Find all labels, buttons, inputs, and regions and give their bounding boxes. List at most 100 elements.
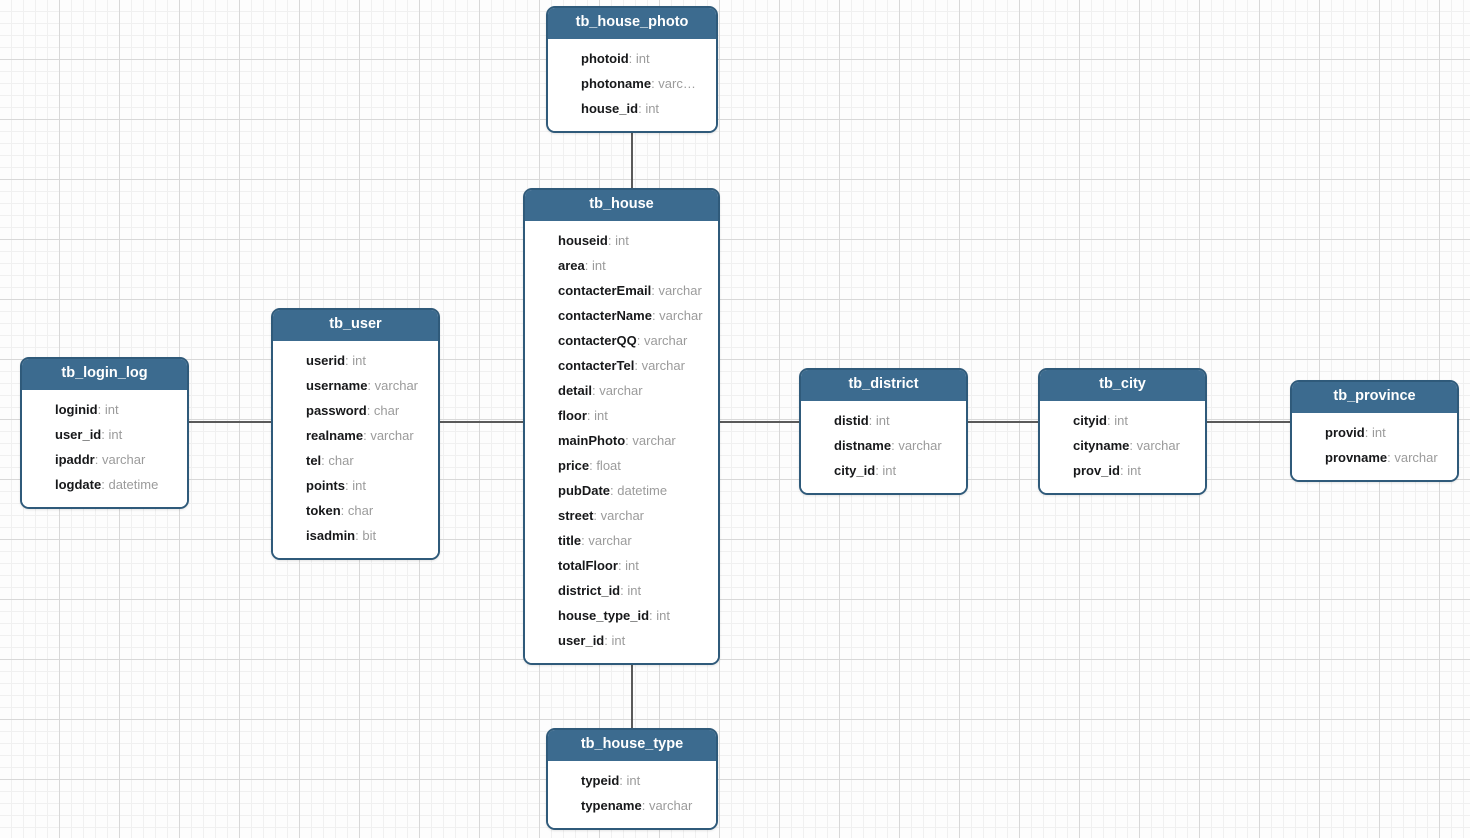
field-row[interactable]: distid: int	[801, 408, 966, 433]
field-type: int	[656, 607, 670, 623]
field-row[interactable]: user_id: int	[22, 422, 187, 447]
field-name: distid	[834, 412, 869, 428]
field-separator: :	[367, 377, 375, 393]
field-row[interactable]: houseid: int	[525, 228, 718, 253]
field-row[interactable]: detail: varchar	[525, 378, 718, 403]
field-row[interactable]: token: char	[273, 498, 438, 523]
field-row[interactable]: distname: varchar	[801, 433, 966, 458]
field-row[interactable]: cityname: varchar	[1040, 433, 1205, 458]
field-separator: :	[641, 797, 649, 813]
field-row[interactable]: typename: varchar	[548, 793, 716, 818]
field-name: cityid	[1073, 412, 1107, 428]
field-row[interactable]: username: varchar	[273, 373, 438, 398]
field-separator: :	[97, 401, 105, 417]
entity-title-tb_province[interactable]: tb_province	[1292, 382, 1457, 413]
field-row[interactable]: pubDate: datetime	[525, 478, 718, 503]
field-name: totalFloor	[558, 557, 618, 573]
field-row[interactable]: provid: int	[1292, 420, 1457, 445]
entity-title-tb_login_log[interactable]: tb_login_log	[22, 359, 187, 390]
field-name: contacterQQ	[558, 332, 637, 348]
field-row[interactable]: city_id: int	[801, 458, 966, 483]
field-row[interactable]: title: varchar	[525, 528, 718, 553]
field-type: int	[108, 426, 123, 442]
field-name: provid	[1325, 424, 1365, 440]
field-row[interactable]: provname: varchar	[1292, 445, 1457, 470]
entity-title-tb_house[interactable]: tb_house	[525, 190, 718, 221]
field-name: cityname	[1073, 437, 1130, 453]
field-row[interactable]: house_id: int	[548, 96, 716, 121]
field-type: int	[1127, 462, 1141, 478]
field-row[interactable]: isadmin: bit	[273, 523, 438, 548]
field-row[interactable]: floor: int	[525, 403, 718, 428]
entity-title-tb_city[interactable]: tb_city	[1040, 370, 1205, 401]
field-type: varchar	[643, 332, 688, 348]
entity-title-tb_user[interactable]: tb_user	[273, 310, 438, 341]
field-type: varchar	[599, 382, 643, 398]
field-row[interactable]: typeid: int	[548, 768, 716, 793]
field-row[interactable]: cityid: int	[1040, 408, 1205, 433]
field-separator: :	[607, 232, 616, 248]
field-row[interactable]: contacterTel: varchar	[525, 353, 718, 378]
field-row[interactable]: photoname: varc…	[548, 71, 716, 96]
field-row[interactable]: userid: int	[273, 348, 438, 373]
field-row[interactable]: contacterEmail: varchar	[525, 278, 718, 303]
field-type: varchar	[1394, 449, 1438, 465]
entity-title-tb_house_type[interactable]: tb_house_type	[548, 730, 716, 761]
field-row[interactable]: user_id: int	[525, 628, 718, 653]
field-row[interactable]: totalFloor: int	[525, 553, 718, 578]
field-type: int	[1114, 412, 1128, 428]
field-row[interactable]: tel: char	[273, 448, 438, 473]
field-name: typename	[581, 797, 642, 813]
entity-title-tb_house_photo[interactable]: tb_house_photo	[548, 8, 716, 39]
field-row[interactable]: area: int	[525, 253, 718, 278]
field-row[interactable]: street: varchar	[525, 503, 718, 528]
field-row[interactable]: realname: varchar	[273, 423, 438, 448]
field-name: house_type_id	[558, 607, 650, 623]
field-name: houseid	[558, 232, 608, 248]
field-row[interactable]: contacterName: varchar	[525, 303, 718, 328]
field-separator: :	[868, 412, 876, 428]
field-row[interactable]: house_type_id: int	[525, 603, 718, 628]
field-row[interactable]: mainPhoto: varchar	[525, 428, 718, 453]
field-row[interactable]: logdate: datetime	[22, 472, 187, 497]
field-row[interactable]: password: char	[273, 398, 438, 423]
field-name: user_id	[55, 426, 102, 442]
field-row[interactable]: district_id: int	[525, 578, 718, 603]
field-separator: :	[634, 357, 642, 373]
field-row[interactable]: prov_id: int	[1040, 458, 1205, 483]
field-separator: :	[1364, 424, 1372, 440]
field-separator: :	[366, 402, 374, 418]
field-row[interactable]: photoid: int	[548, 46, 716, 71]
field-separator: :	[628, 50, 636, 66]
field-name: floor	[558, 407, 587, 423]
field-row[interactable]: contacterQQ: varchar	[525, 328, 718, 353]
field-type: varchar	[600, 507, 645, 523]
field-type: datetime	[617, 482, 668, 498]
field-type: varc…	[658, 75, 696, 91]
field-type: int	[635, 50, 650, 66]
field-row[interactable]: points: int	[273, 473, 438, 498]
field-type: varchar	[632, 432, 676, 448]
entity-title-tb_district[interactable]: tb_district	[801, 370, 966, 401]
field-type: varchar	[898, 437, 942, 453]
field-type: int	[882, 462, 897, 478]
field-row[interactable]: ipaddr: varchar	[22, 447, 187, 472]
field-name: tel	[306, 452, 322, 468]
field-name: house_id	[581, 100, 639, 116]
field-name: price	[558, 457, 590, 473]
field-row[interactable]: price: float	[525, 453, 718, 478]
field-row[interactable]: loginid: int	[22, 397, 187, 422]
